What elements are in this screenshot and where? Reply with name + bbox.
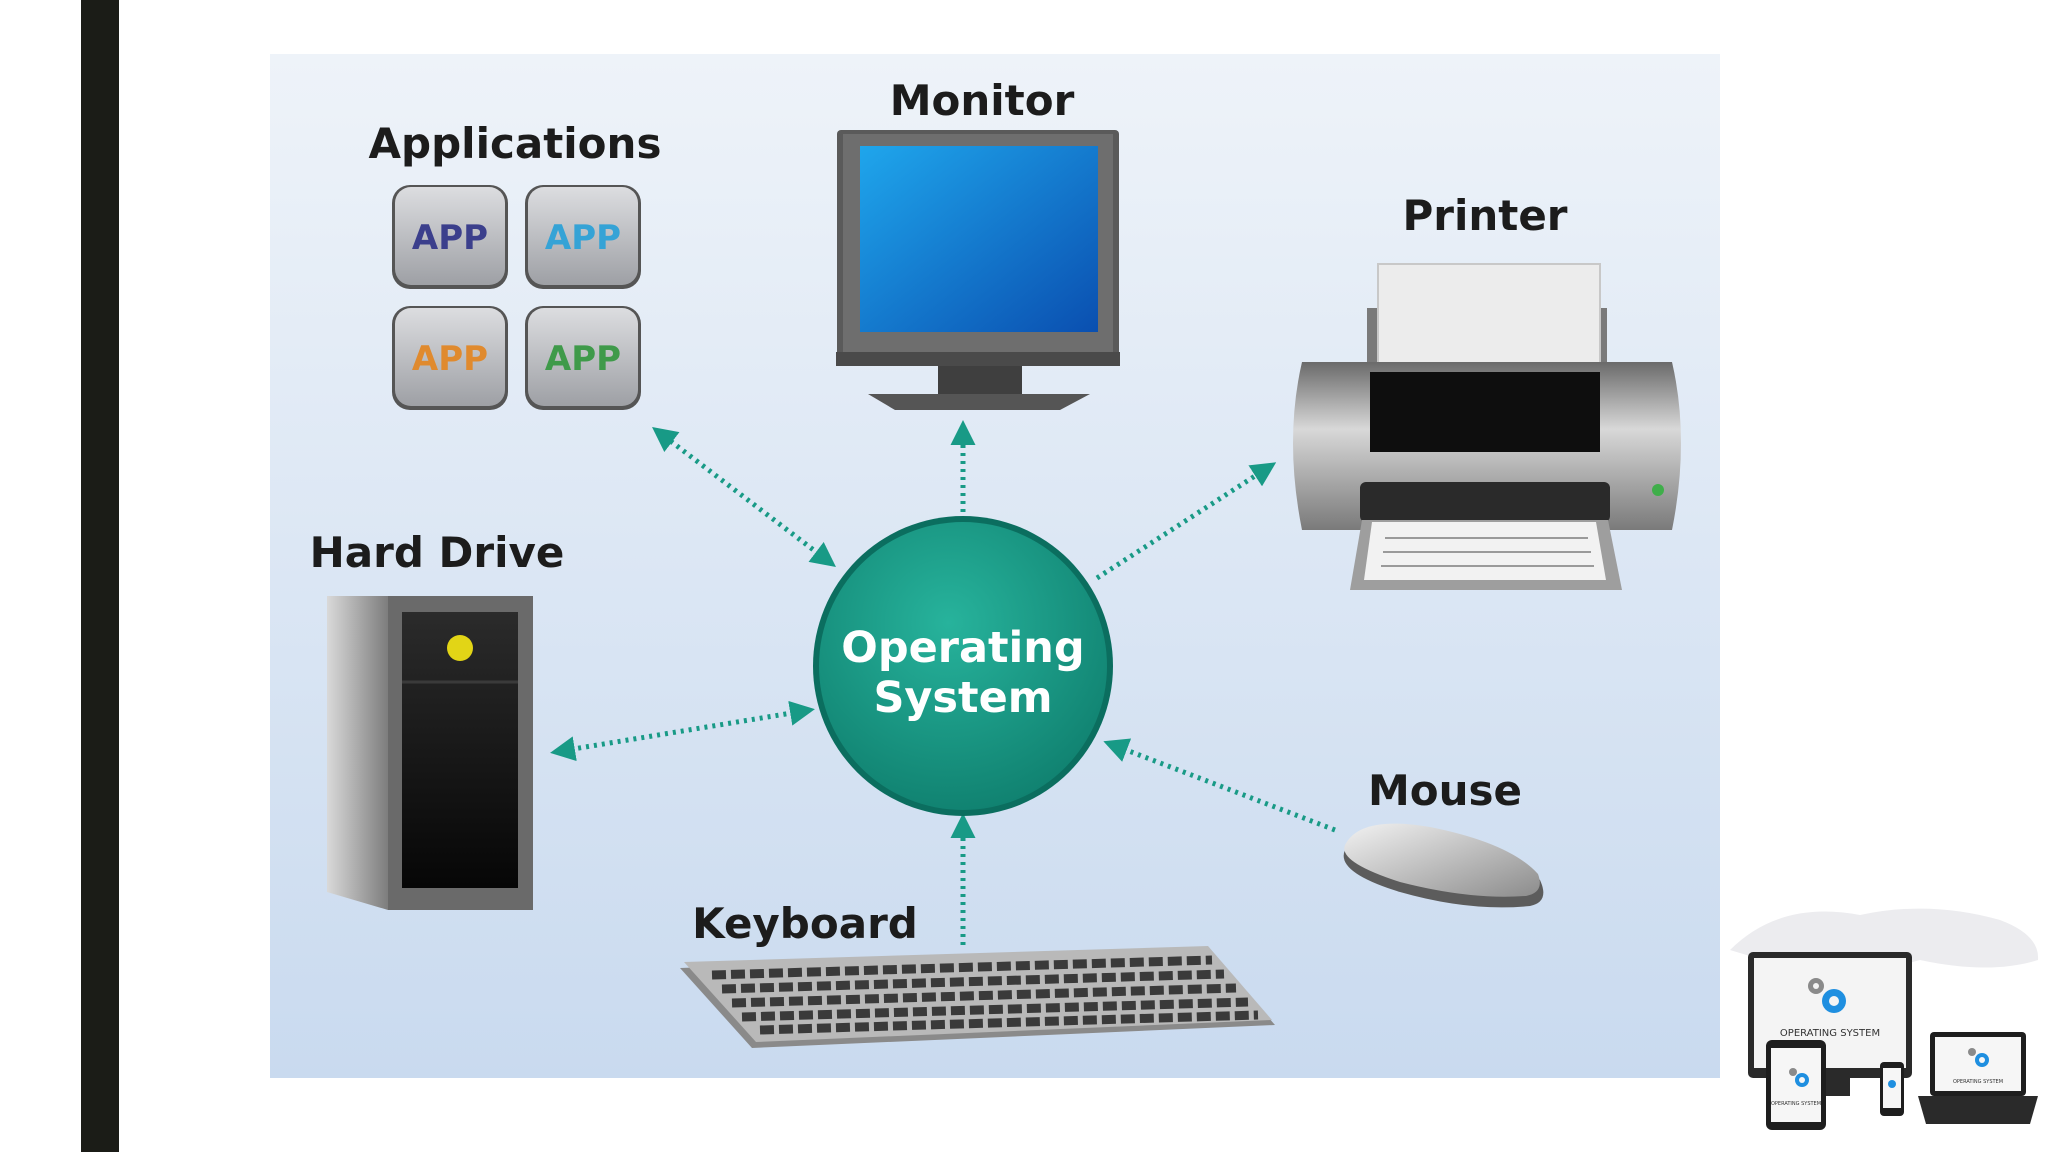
left-accent-bar [81, 0, 119, 1152]
thumbnail-laptop: OPERATING SYSTEM [1918, 1032, 2038, 1124]
arrow-mouse [1103, 738, 1336, 833]
os-label-line1: Operating [841, 623, 1084, 673]
applications-label: Applications [369, 119, 662, 168]
arrow-applications [652, 426, 836, 568]
arrow-hard-drive [550, 700, 815, 762]
mouse-icon [1343, 823, 1544, 908]
printer-node: Printer [1293, 191, 1681, 590]
monitor-node: Monitor [836, 76, 1120, 410]
applications-node: Applications APP APP APP APP [369, 119, 662, 410]
thumbnail-main-label: OPERATING SYSTEM [1780, 1028, 1880, 1039]
arrow-printer [1095, 462, 1277, 581]
thumbnail-phone [1880, 1062, 1904, 1116]
app-icon-4: APP [525, 306, 641, 410]
os-circle [819, 522, 1107, 810]
app-icon-1: APP [392, 185, 508, 289]
app-icon-3: APP [392, 306, 508, 410]
connector-arrows [550, 420, 1336, 945]
keyboard-icon [680, 946, 1275, 1048]
printer-label: Printer [1402, 191, 1567, 240]
svg-text:APP: APP [545, 218, 621, 258]
hard-drive-label: Hard Drive [310, 528, 565, 577]
thumbnail-laptop-label: OPERATING SYSTEM [1953, 1079, 2003, 1085]
hard-drive-icon [327, 596, 533, 910]
keyboard-node: Keyboard [680, 899, 1275, 1048]
app-icon-2: APP [525, 185, 641, 289]
keyboard-label: Keyboard [692, 899, 918, 948]
operating-system-node: Operating System [813, 516, 1113, 816]
svg-text:APP: APP [545, 339, 621, 379]
monitor-label: Monitor [890, 76, 1075, 125]
svg-text:APP: APP [412, 339, 488, 379]
os-thumbnail: OPERATING SYSTEM OPERATING SYSTEM OPERAT… [1730, 908, 2039, 1130]
os-label-line2: System [873, 673, 1052, 723]
printer-icon [1293, 263, 1681, 590]
mouse-node: Mouse [1343, 766, 1544, 908]
thumbnail-tablet: OPERATING SYSTEM [1766, 1040, 1826, 1130]
gear-icon [1808, 978, 1846, 1013]
svg-text:APP: APP [412, 218, 488, 258]
hard-drive-node: Hard Drive [310, 528, 565, 910]
thumbnail-tablet-label: OPERATING SYSTEM [1771, 1101, 1821, 1107]
mouse-label: Mouse [1368, 766, 1522, 815]
monitor-icon [836, 130, 1120, 410]
